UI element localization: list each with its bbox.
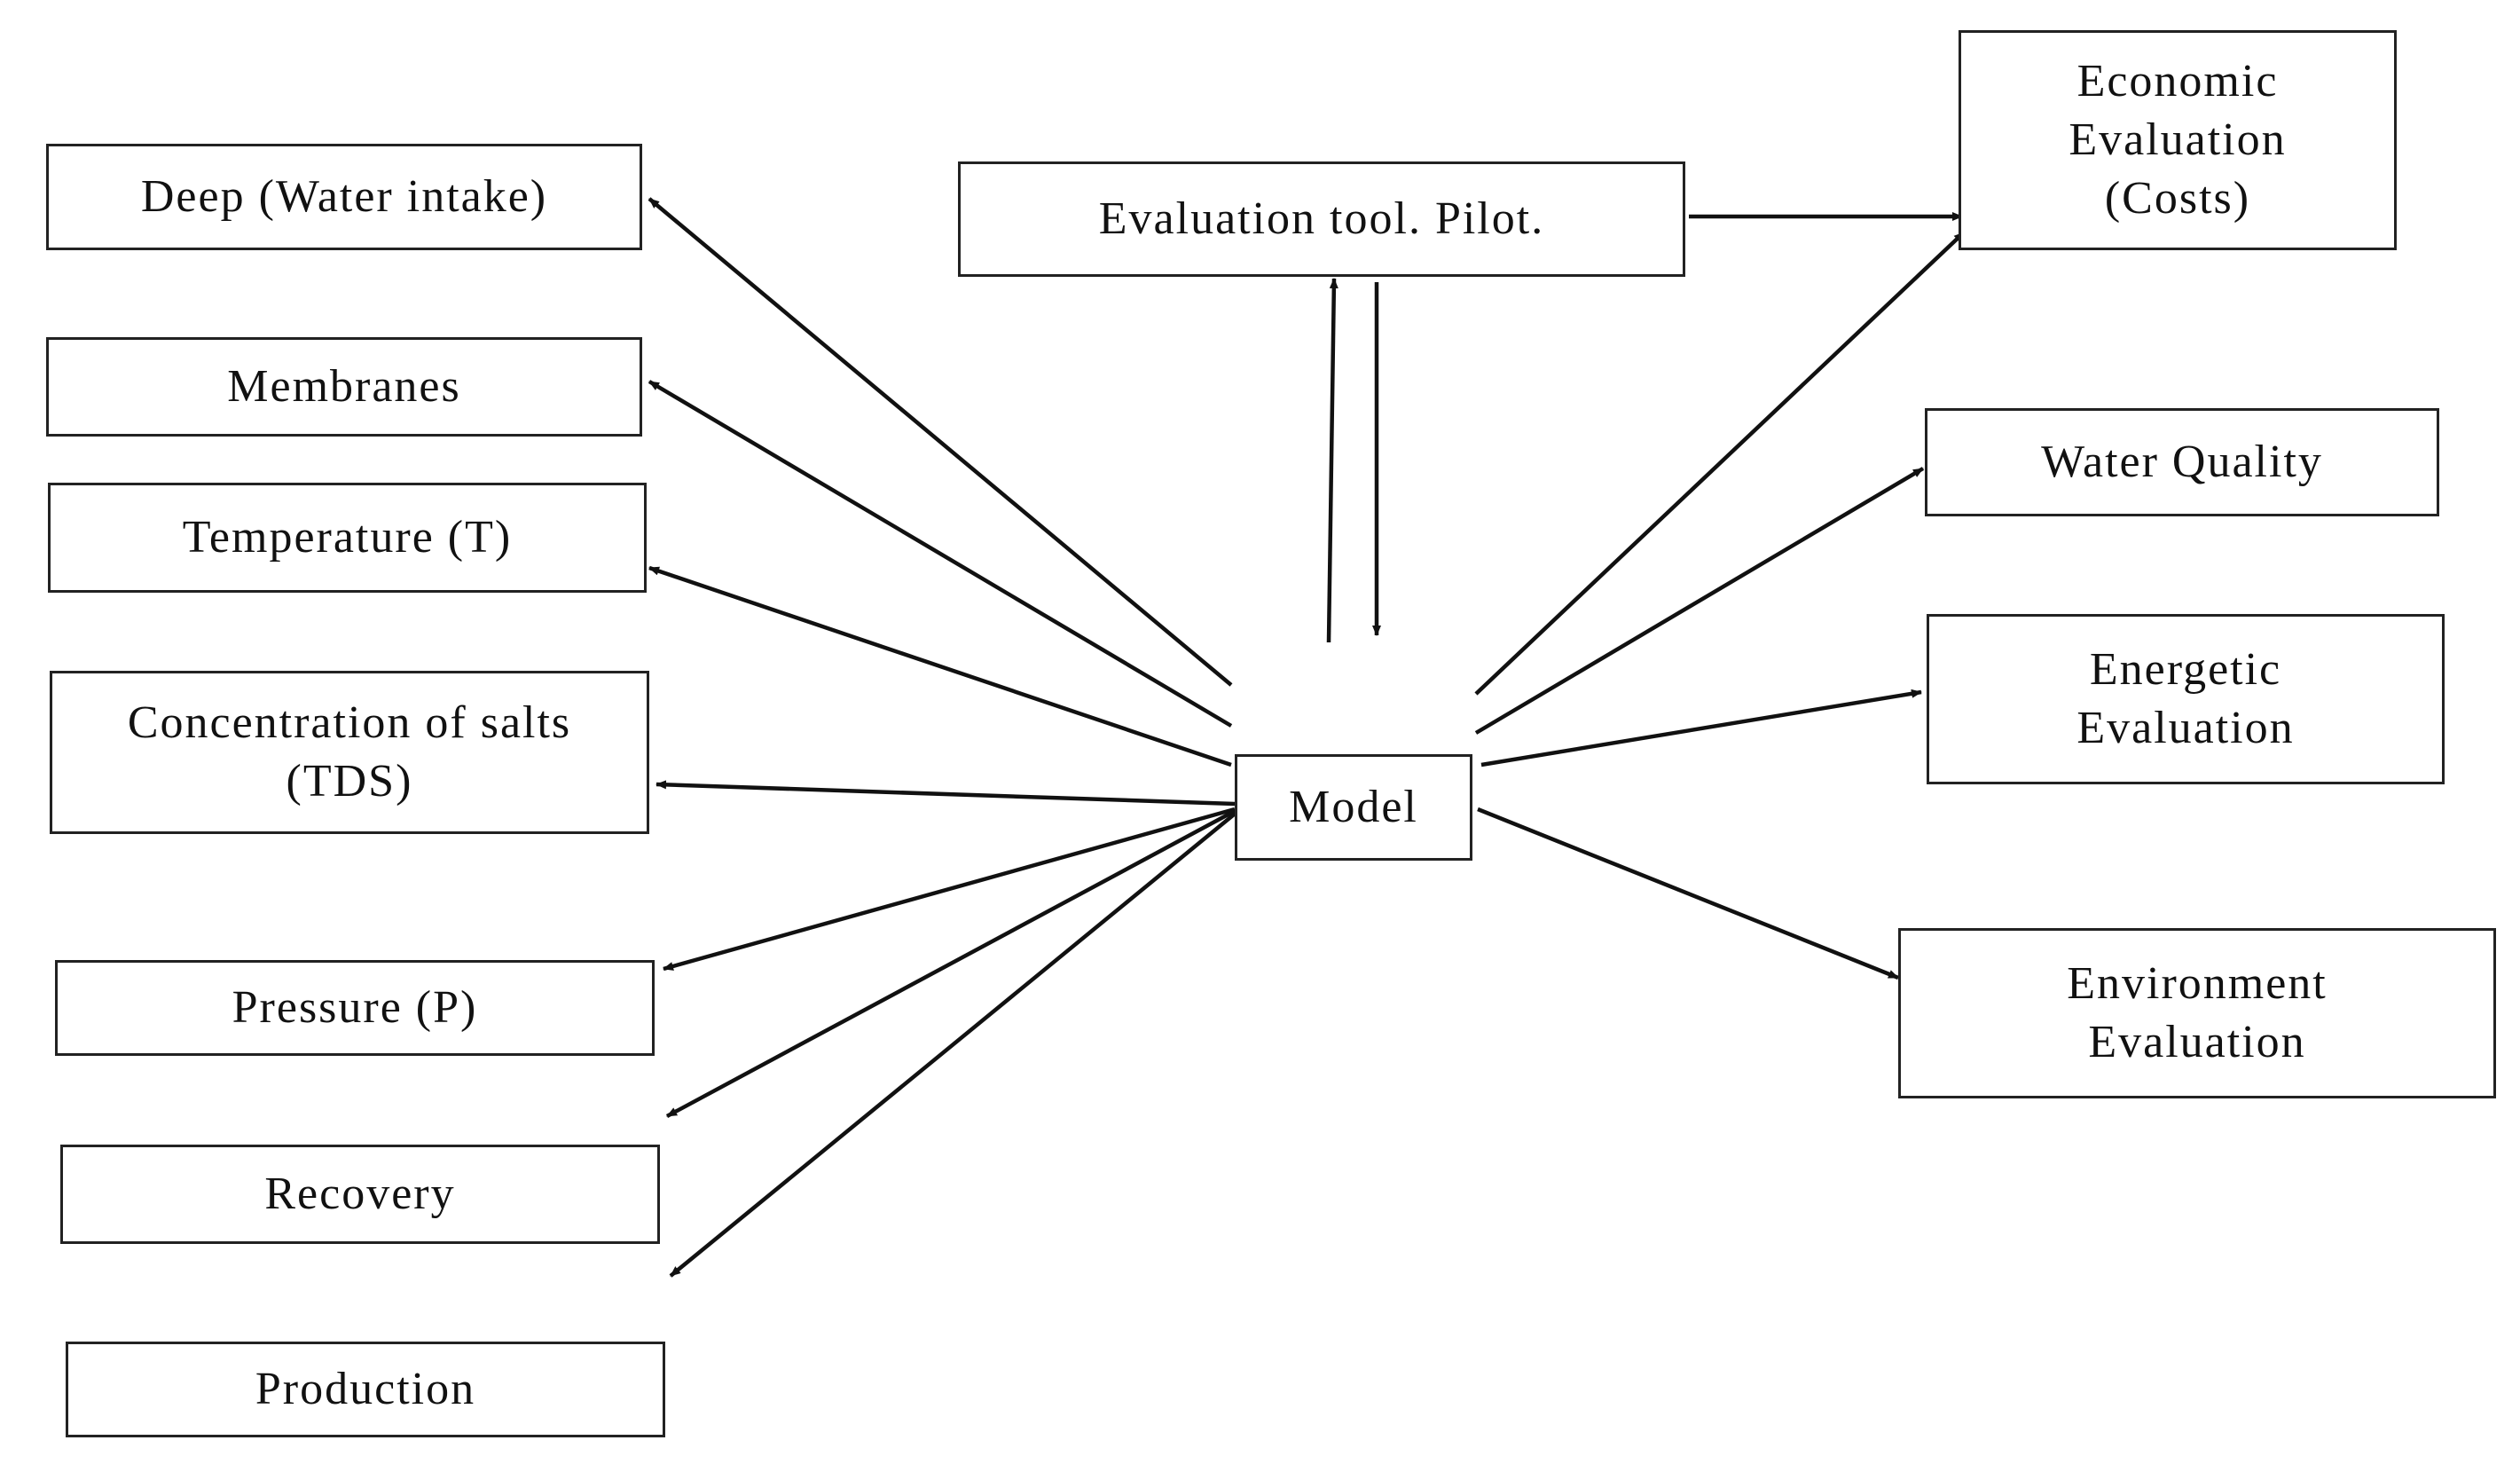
arrow-model-to-environment <box>1477 807 1899 980</box>
input-box-membranes: Membranes <box>46 337 642 437</box>
arrow-model-to-energetic <box>1480 689 1922 767</box>
arrow-model-to-production <box>669 809 1240 1278</box>
output-box-environment-evaluation: Environment Evaluation <box>1898 928 2496 1098</box>
arrow-model-to-membranes <box>648 380 1233 728</box>
output-box-energetic-evaluation: Energetic Evaluation <box>1927 614 2445 784</box>
output-label-energetic-evaluation: Energetic Evaluation <box>2076 644 2295 753</box>
input-label-temperature: Temperature (T) <box>182 512 513 563</box>
arrow-model-to-economic <box>1474 231 1966 696</box>
arrow-model-to-recovery <box>665 809 1236 1118</box>
arrow-model-to-pressure <box>663 807 1236 972</box>
input-box-production: Production <box>66 1342 665 1437</box>
model-label: Model <box>1289 782 1418 832</box>
output-box-water-quality: Water Quality <box>1925 408 2439 516</box>
model-box: Model <box>1235 754 1472 861</box>
input-box-concentration-of-salts: Concentration of salts (TDS) <box>50 671 649 834</box>
arrow-model-to-temperature <box>648 565 1232 767</box>
evaluation-tool-box: Evaluation tool. Pilot. <box>958 161 1685 277</box>
input-label-production: Production <box>255 1364 476 1414</box>
output-label-water-quality: Water Quality <box>2041 437 2323 487</box>
arrow-model-to-water-quality <box>1474 467 1925 735</box>
input-label-deep-water-intake: Deep (Water intake) <box>140 171 548 222</box>
input-box-deep-water-intake: Deep (Water intake) <box>46 144 642 250</box>
input-label-membranes: Membranes <box>227 361 461 412</box>
arrow-model-to-concentration <box>656 780 1236 807</box>
input-box-pressure: Pressure (P) <box>55 960 655 1056</box>
output-label-economic-evaluation: Economic Evaluation (Costs) <box>2069 56 2287 224</box>
input-box-temperature: Temperature (T) <box>48 483 647 593</box>
output-box-economic-evaluation: Economic Evaluation (Costs) <box>1959 30 2397 250</box>
input-label-pressure: Pressure (P) <box>232 982 478 1033</box>
arrow-model-to-deep-water-intake <box>648 197 1233 687</box>
arrow-model-to-evaluation-tool <box>1326 278 1339 643</box>
evaluation-tool-label: Evaluation tool. Pilot. <box>1098 193 1545 244</box>
input-box-recovery: Recovery <box>60 1145 660 1244</box>
input-label-concentration-of-salts: Concentration of salts (TDS) <box>127 697 572 807</box>
input-label-recovery: Recovery <box>264 1169 456 1219</box>
output-label-environment-evaluation: Environment Evaluation <box>2067 958 2328 1067</box>
